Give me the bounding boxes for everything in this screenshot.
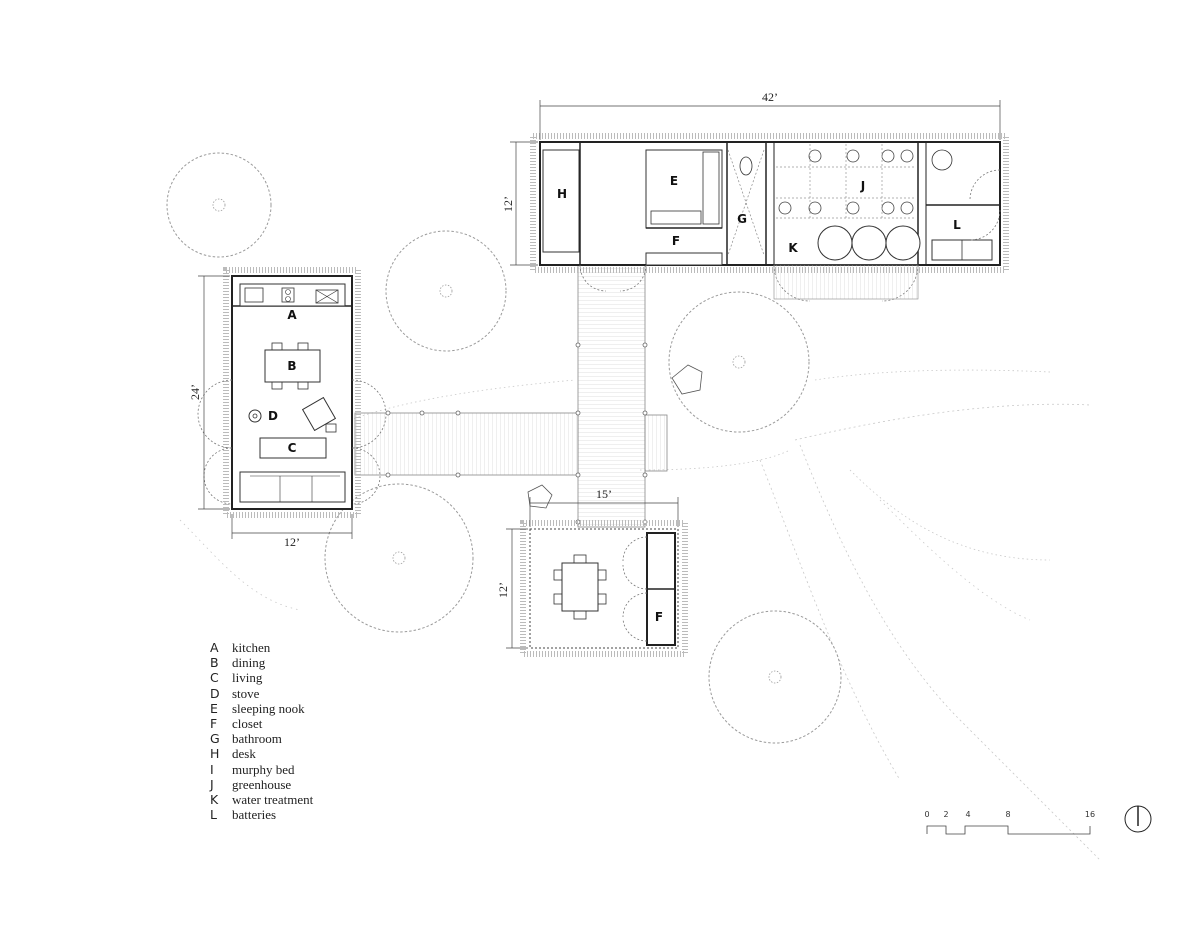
room-label-e: E: [670, 174, 678, 188]
legend-name: desk: [232, 746, 256, 762]
north-arrow-icon: [1124, 805, 1152, 833]
legend-name: batteries: [232, 807, 277, 823]
dim-main-width: 42’: [762, 90, 778, 104]
dim-main-depth: 12’: [501, 196, 515, 212]
cabin-wall: [231, 275, 353, 510]
room-label-j: J: [860, 179, 865, 193]
room-label-c: C: [288, 441, 297, 455]
legend-letter: L: [210, 807, 217, 823]
trees: [166, 152, 842, 744]
dim-cabin-depth: 24’: [188, 384, 202, 400]
tree: [324, 483, 474, 633]
coffee-table: [259, 437, 327, 459]
legend-letter: F: [210, 716, 218, 732]
landscape: [179, 369, 1101, 861]
room-label-d: D: [268, 409, 278, 423]
legend-name: living: [232, 670, 263, 686]
tree: [166, 152, 272, 258]
boardwalk-east-west: [354, 412, 579, 476]
sleeping-nook: [645, 149, 723, 229]
stove: [248, 409, 262, 423]
legend-letter: G: [210, 731, 220, 747]
room-label-k: K: [788, 241, 798, 255]
legend-name: bathroom: [232, 731, 282, 747]
scale-label-8: 8: [1005, 810, 1010, 819]
kitchen-counter: [239, 283, 346, 307]
desk: [542, 149, 580, 253]
closet: [645, 252, 723, 266]
legend-name: murphy bed: [232, 761, 295, 777]
pavilion-table: [561, 562, 599, 612]
greenhouse-plants: [778, 149, 914, 215]
legend-name: kitchen: [232, 640, 271, 655]
legend-name: stove: [232, 685, 260, 701]
water-tanks: [817, 225, 921, 261]
tree: [385, 230, 507, 352]
dim-cabin-width: 12’: [284, 535, 300, 549]
legend-letter: E: [210, 700, 218, 716]
boardwalk-north-south: [577, 264, 646, 528]
sofa: [239, 471, 346, 503]
scale-bar: 0 2 4 8 16: [924, 810, 1095, 835]
dim-pavilion-depth: 12’: [496, 582, 510, 598]
legend-letter: B: [210, 655, 219, 671]
legend-name: closet: [232, 716, 263, 732]
dimension-lines: [198, 100, 1001, 649]
legend-letter: I: [210, 761, 214, 777]
room-label-f-main: F: [672, 234, 680, 248]
toilet: [739, 156, 753, 176]
room-label-a: A: [287, 308, 297, 322]
legend-letter: J: [210, 776, 214, 792]
cabin-building: A B C D: [197, 267, 387, 518]
tree: [708, 610, 842, 744]
main-wall: [539, 141, 1001, 266]
legend-letter: D: [210, 685, 220, 701]
legend-name: water treatment: [232, 792, 314, 808]
scale-label-0: 0: [924, 810, 929, 819]
legend-letter: K: [210, 792, 219, 808]
armchair: [301, 396, 337, 432]
room-label-l: L: [953, 218, 961, 232]
pavilion-building: F: [520, 520, 688, 657]
main-building: H E F G J K L: [530, 133, 1009, 302]
room-label-h: H: [557, 187, 567, 201]
tree: [668, 291, 810, 433]
steps: [644, 414, 668, 472]
dining-table: [264, 349, 321, 383]
legend-name: sleeping nook: [232, 700, 305, 716]
legend-letter: H: [210, 746, 220, 762]
boardwalks: [354, 264, 668, 528]
rocks: [527, 364, 703, 509]
scale-label-4: 4: [965, 810, 970, 819]
room-label-b: B: [287, 359, 296, 373]
legend-letter: A: [210, 640, 219, 655]
legend-name: dining: [232, 655, 266, 671]
legend-letter: C: [210, 670, 219, 686]
room-label-g: G: [737, 212, 747, 226]
dim-pavilion-width: 15’: [596, 487, 612, 501]
room-label-f-pavilion: F: [655, 610, 663, 624]
scale-label-2: 2: [943, 810, 948, 819]
scale-label-16: 16: [1085, 810, 1095, 819]
legend-name: greenhouse: [232, 776, 292, 792]
